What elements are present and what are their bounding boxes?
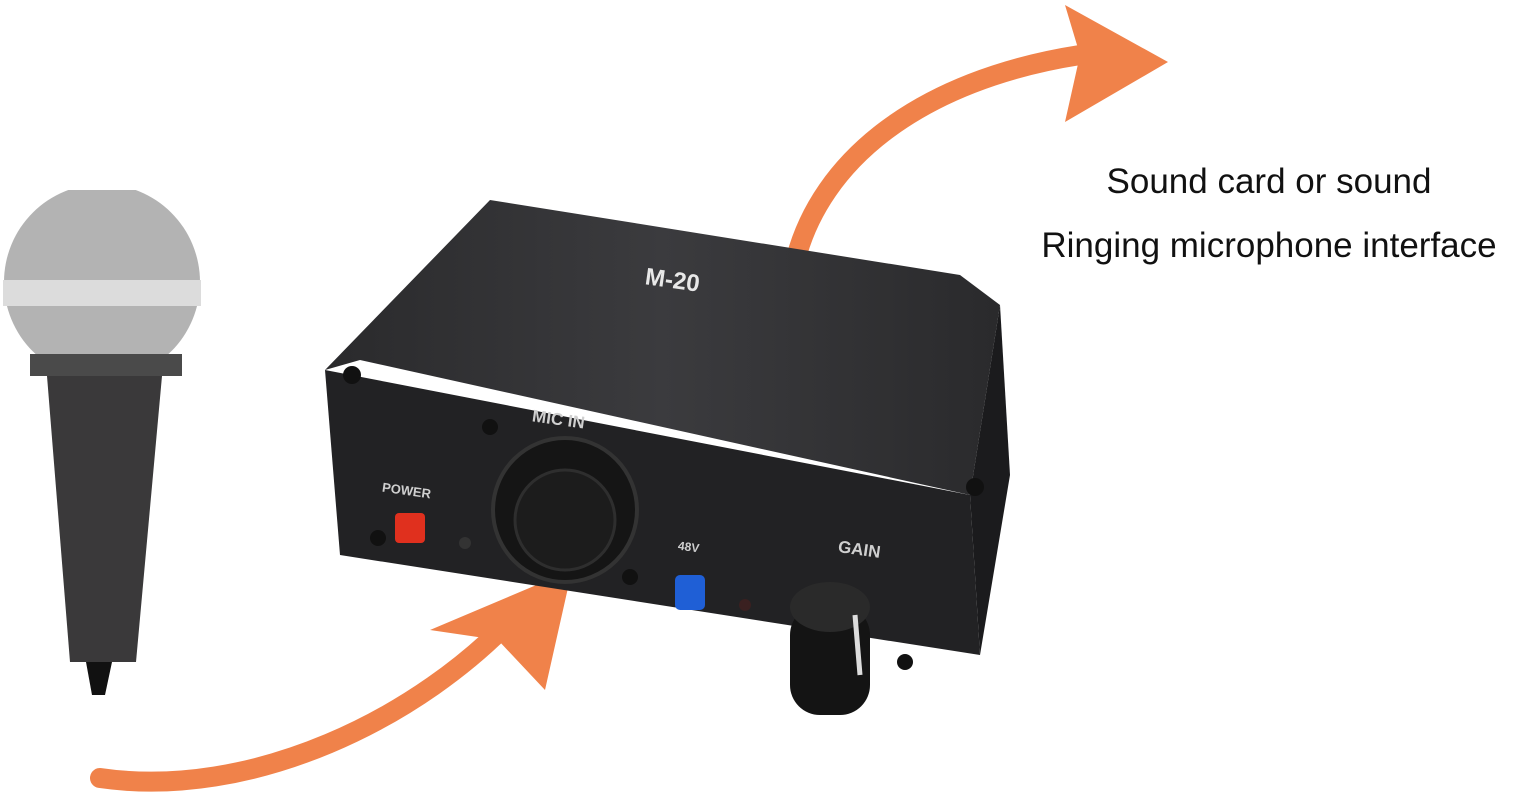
power-button — [395, 513, 425, 543]
phantom-power-button — [675, 575, 705, 610]
microphone-icon — [3, 190, 201, 695]
input-arrow — [90, 600, 530, 792]
m20-device: M-20 MIC IN POWER 48V GAIN — [320, 195, 1010, 715]
phantom-power-label: 48V — [677, 538, 701, 556]
caption-line-2: Ringing microphone interface — [1041, 226, 1497, 265]
device-body — [325, 200, 1010, 715]
input-arrowhead — [430, 570, 572, 690]
output-arrowhead — [1065, 5, 1168, 122]
caption-line-1: Sound card or sound — [1106, 162, 1432, 201]
output-arrow — [785, 45, 1090, 272]
